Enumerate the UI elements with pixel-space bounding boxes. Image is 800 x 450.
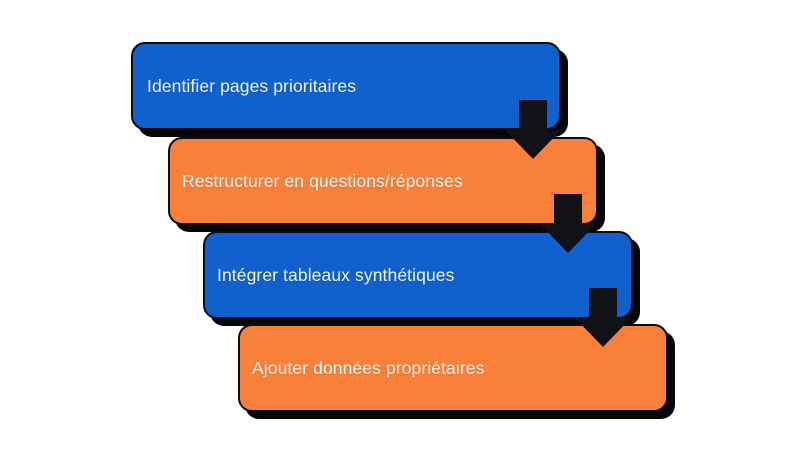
flow-step-2-label: Restructurer en questions/réponses <box>182 170 463 191</box>
flow-step-1-label: Identifier pages prioritaires <box>147 75 357 96</box>
flow-step-4[interactable]: Ajouter données propriétaires <box>238 324 668 412</box>
flow-step-3[interactable]: Intégrer tableaux synthétiques <box>203 231 633 319</box>
flow-step-3-label: Intégrer tableaux synthétiques <box>217 264 455 285</box>
flow-step-1[interactable]: Identifier pages prioritaires <box>131 42 561 130</box>
flow-step-2[interactable]: Restructurer en questions/réponses <box>168 137 598 225</box>
flow-step-4-label: Ajouter données propriétaires <box>252 357 485 378</box>
